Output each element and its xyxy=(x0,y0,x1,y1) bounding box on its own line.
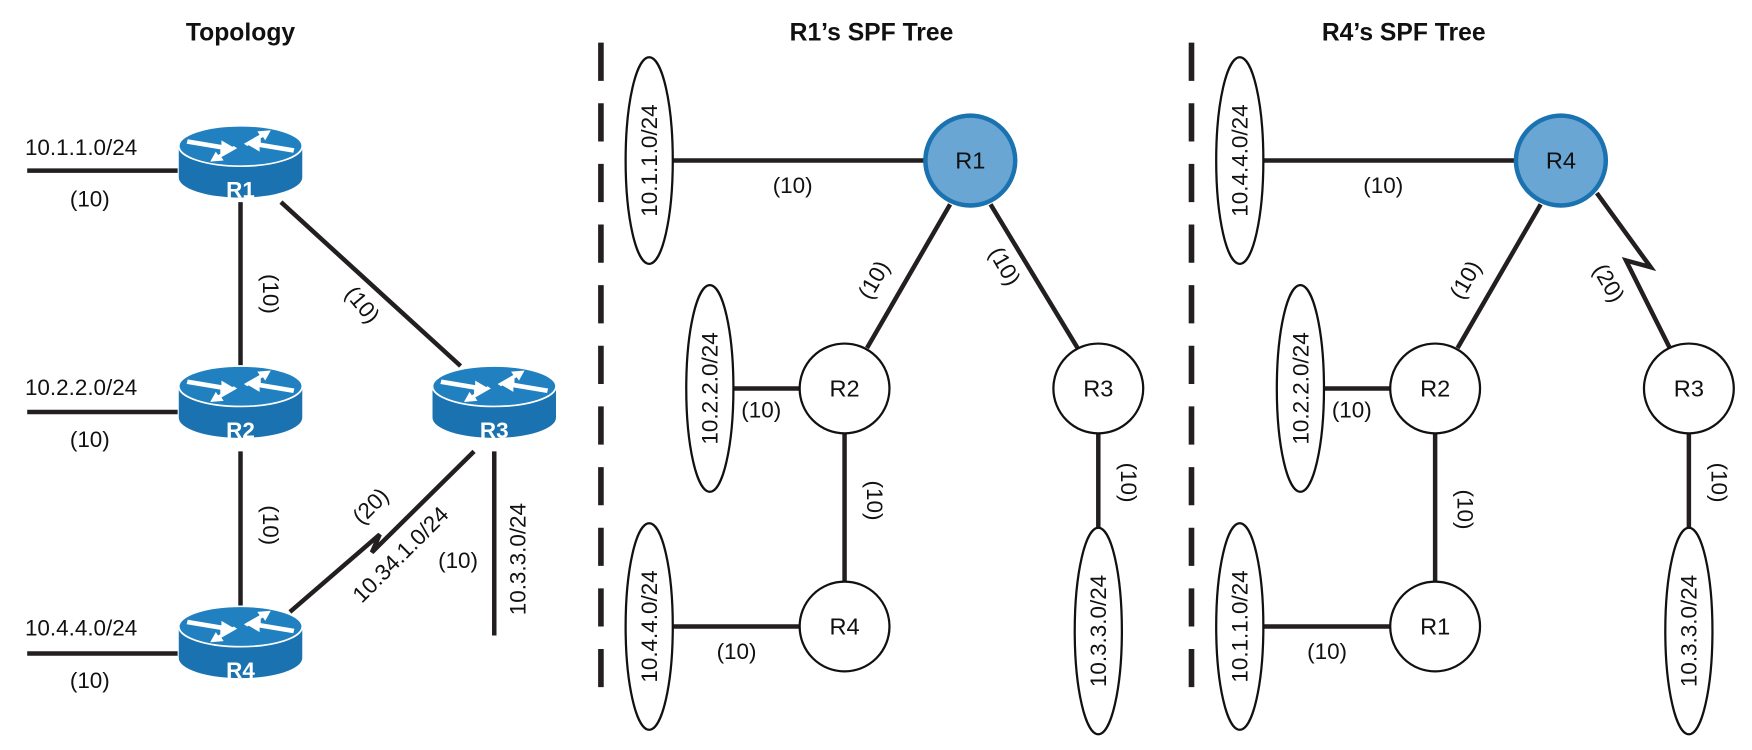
edge-r1-r2 xyxy=(865,203,953,350)
r4-tree-title: R4’s SPF Tree xyxy=(1322,19,1486,46)
network-10-3-3-0: 10.3.3.0/24 xyxy=(1073,526,1124,736)
cost-label: (10) xyxy=(853,256,895,303)
cost-label: (10) xyxy=(862,481,887,521)
stub-prefix-r2: 10.2.2.0/24 xyxy=(25,375,137,400)
router-r2[interactable]: R2 xyxy=(177,365,304,443)
serial-edge-r4-r3 xyxy=(1594,191,1673,352)
cost-r4-r3: (20) xyxy=(348,483,394,529)
svg-text:R2: R2 xyxy=(830,375,860,401)
stub-cost-r3: (10) xyxy=(438,548,478,573)
cost-r2-r4: (10) xyxy=(258,505,283,545)
svg-text:R1: R1 xyxy=(1420,613,1450,639)
cost-label: (20) xyxy=(1588,259,1630,306)
r4-spf-tree-panel: R4’s SPF Tree 10.4.4.0/24 10.2.2.0/24 10… xyxy=(1215,19,1735,736)
stub-prefix-r3: 10.3.3.0/24 xyxy=(506,503,531,615)
svg-text:R1: R1 xyxy=(955,147,985,173)
spf-node-r4[interactable]: R4 xyxy=(798,580,891,673)
stub-cost-r4: (10) xyxy=(70,668,110,693)
svg-text:R3: R3 xyxy=(1083,375,1113,401)
stub-prefix-r1: 10.1.1.0/24 xyxy=(25,135,137,160)
cost-label: (10) xyxy=(773,173,813,198)
cost-label: (10) xyxy=(741,398,781,423)
cost-label: (10) xyxy=(717,639,757,664)
svg-text:10.2.2.0/24: 10.2.2.0/24 xyxy=(698,332,723,444)
svg-text:R4: R4 xyxy=(830,613,860,639)
router-r3[interactable]: R3 xyxy=(431,365,557,443)
svg-text:R4: R4 xyxy=(1546,147,1576,173)
spf-node-r2[interactable]: R2 xyxy=(1389,342,1482,435)
svg-text:10.3.3.0/24: 10.3.3.0/24 xyxy=(1677,575,1702,687)
spf-node-r1[interactable]: R1 xyxy=(1389,580,1482,673)
r1-spf-tree-panel: R1’s SPF Tree 10.1.1.0/24 10.2.2.0/24 10… xyxy=(624,19,1145,736)
svg-text:10.4.4.0/24: 10.4.4.0/24 xyxy=(637,570,662,682)
r1-tree-title: R1’s SPF Tree xyxy=(790,19,954,46)
spf-node-r3[interactable]: R3 xyxy=(1642,342,1735,435)
topology-panel: Topology R1 R2 R3 R4 10.1.1.0/24 (10 xyxy=(25,19,557,693)
network-10-2-2-0: 10.2.2.0/24 xyxy=(1275,284,1326,493)
network-10-4-4-0: 10.4.4.0/24 xyxy=(624,522,674,731)
svg-text:R2: R2 xyxy=(1420,375,1450,401)
cost-label: (10) xyxy=(1445,256,1487,303)
cost-label: (10) xyxy=(1453,490,1478,530)
link-r1-r3 xyxy=(279,200,463,368)
stub-cost-r2: (10) xyxy=(70,427,110,452)
network-10-4-4-0: 10.4.4.0/24 xyxy=(1215,56,1265,265)
cost-label: (10) xyxy=(1307,639,1347,664)
cost-r1-r2: (10) xyxy=(258,274,283,314)
stub-prefix-r4: 10.4.4.0/24 xyxy=(25,615,137,640)
router-label: R3 xyxy=(480,418,509,443)
network-10-2-2-0: 10.2.2.0/24 xyxy=(685,284,735,493)
edge-r4-r2 xyxy=(1455,203,1543,350)
cost-label: (10) xyxy=(1706,463,1731,503)
router-label: R4 xyxy=(226,658,255,683)
svg-text:10.3.3.0/24: 10.3.3.0/24 xyxy=(1086,575,1111,687)
edge-r1-r3 xyxy=(988,203,1083,354)
spf-node-r2[interactable]: R2 xyxy=(798,342,891,435)
svg-text:R3: R3 xyxy=(1674,375,1704,401)
spf-node-r1-root[interactable]: R1 xyxy=(923,113,1018,208)
network-10-3-3-0: 10.3.3.0/24 xyxy=(1664,526,1714,736)
router-r1[interactable]: R1 xyxy=(177,124,304,203)
stub-cost-r1: (10) xyxy=(70,187,110,212)
spf-node-r3[interactable]: R3 xyxy=(1052,342,1145,435)
svg-text:10.1.1.0/24: 10.1.1.0/24 xyxy=(637,104,662,216)
cost-label: (10) xyxy=(1116,463,1141,503)
router-label: R1 xyxy=(226,178,255,203)
network-10-1-1-0: 10.1.1.0/24 xyxy=(624,56,674,265)
cost-label: (10) xyxy=(1363,173,1403,198)
spf-node-r4-root[interactable]: R4 xyxy=(1513,113,1609,208)
svg-text:10.1.1.0/24: 10.1.1.0/24 xyxy=(1228,570,1253,682)
router-r4[interactable]: R4 xyxy=(177,605,304,683)
router-label: R2 xyxy=(226,418,255,443)
cost-label: (10) xyxy=(1332,398,1372,423)
serial-link-r4-r3 xyxy=(288,449,476,614)
topology-title: Topology xyxy=(186,19,296,46)
svg-text:10.2.2.0/24: 10.2.2.0/24 xyxy=(1288,332,1313,444)
network-10-1-1-0: 10.1.1.0/24 xyxy=(1215,522,1265,731)
svg-text:10.4.4.0/24: 10.4.4.0/24 xyxy=(1228,104,1253,216)
